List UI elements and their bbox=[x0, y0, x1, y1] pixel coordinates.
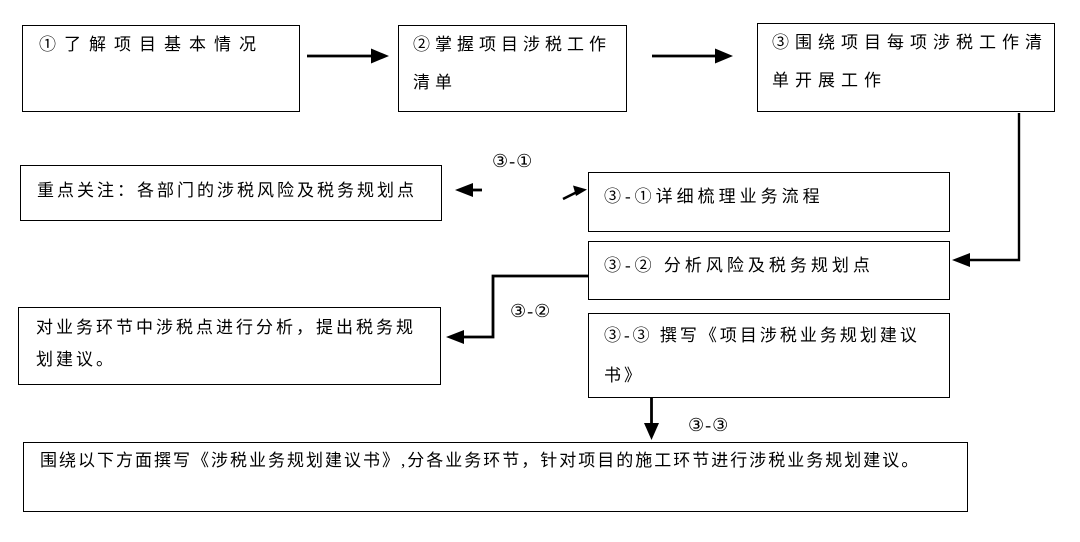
arrow-step2-to-step3 bbox=[652, 48, 733, 64]
arrow-step1-to-step2 bbox=[307, 48, 389, 64]
flow-box-substep-3-2: ③-② 分析风险及税务规划点 bbox=[588, 241, 950, 300]
flow-box-step2: ②掌握项目涉税工作清单 bbox=[398, 25, 627, 112]
note-box-analysis: 对业务环节中涉税点进行分析，提出税务规划建议。 bbox=[18, 307, 441, 385]
note-box-focus-points: 重点关注：各部门的涉税风险及税务规划点 bbox=[20, 165, 442, 221]
connector-substep32-to-focus2 bbox=[446, 274, 588, 344]
flow-box-step1: ①了解项目基本情况 bbox=[22, 25, 300, 112]
arrow-tail-substep31 bbox=[562, 185, 587, 201]
flow-box-substep-3-3: ③-③ 撰写《项目涉税业务规划建议书》 bbox=[588, 313, 950, 398]
flow-box-step3: ③围绕项目每项涉税工作清单开展工作 bbox=[757, 23, 1055, 112]
arrow-substep31-to-focus1 bbox=[455, 183, 482, 197]
arrow-label-3-1: ③-① bbox=[492, 151, 534, 171]
arrow-label-3-3: ③-③ bbox=[688, 415, 730, 435]
arrow-substep33-to-bottom bbox=[644, 398, 659, 440]
arrow-label-3-2: ③-② bbox=[510, 301, 552, 321]
flow-box-substep-3-1: ③-①详细梳理业务流程 bbox=[588, 172, 950, 232]
connector-step3-to-substep32 bbox=[952, 113, 1021, 267]
summary-box-bottom: 围绕以下方面撰写《涉税业务规划建议书》,分各业务环节，针对项目的施工环节进行涉税… bbox=[23, 442, 968, 512]
